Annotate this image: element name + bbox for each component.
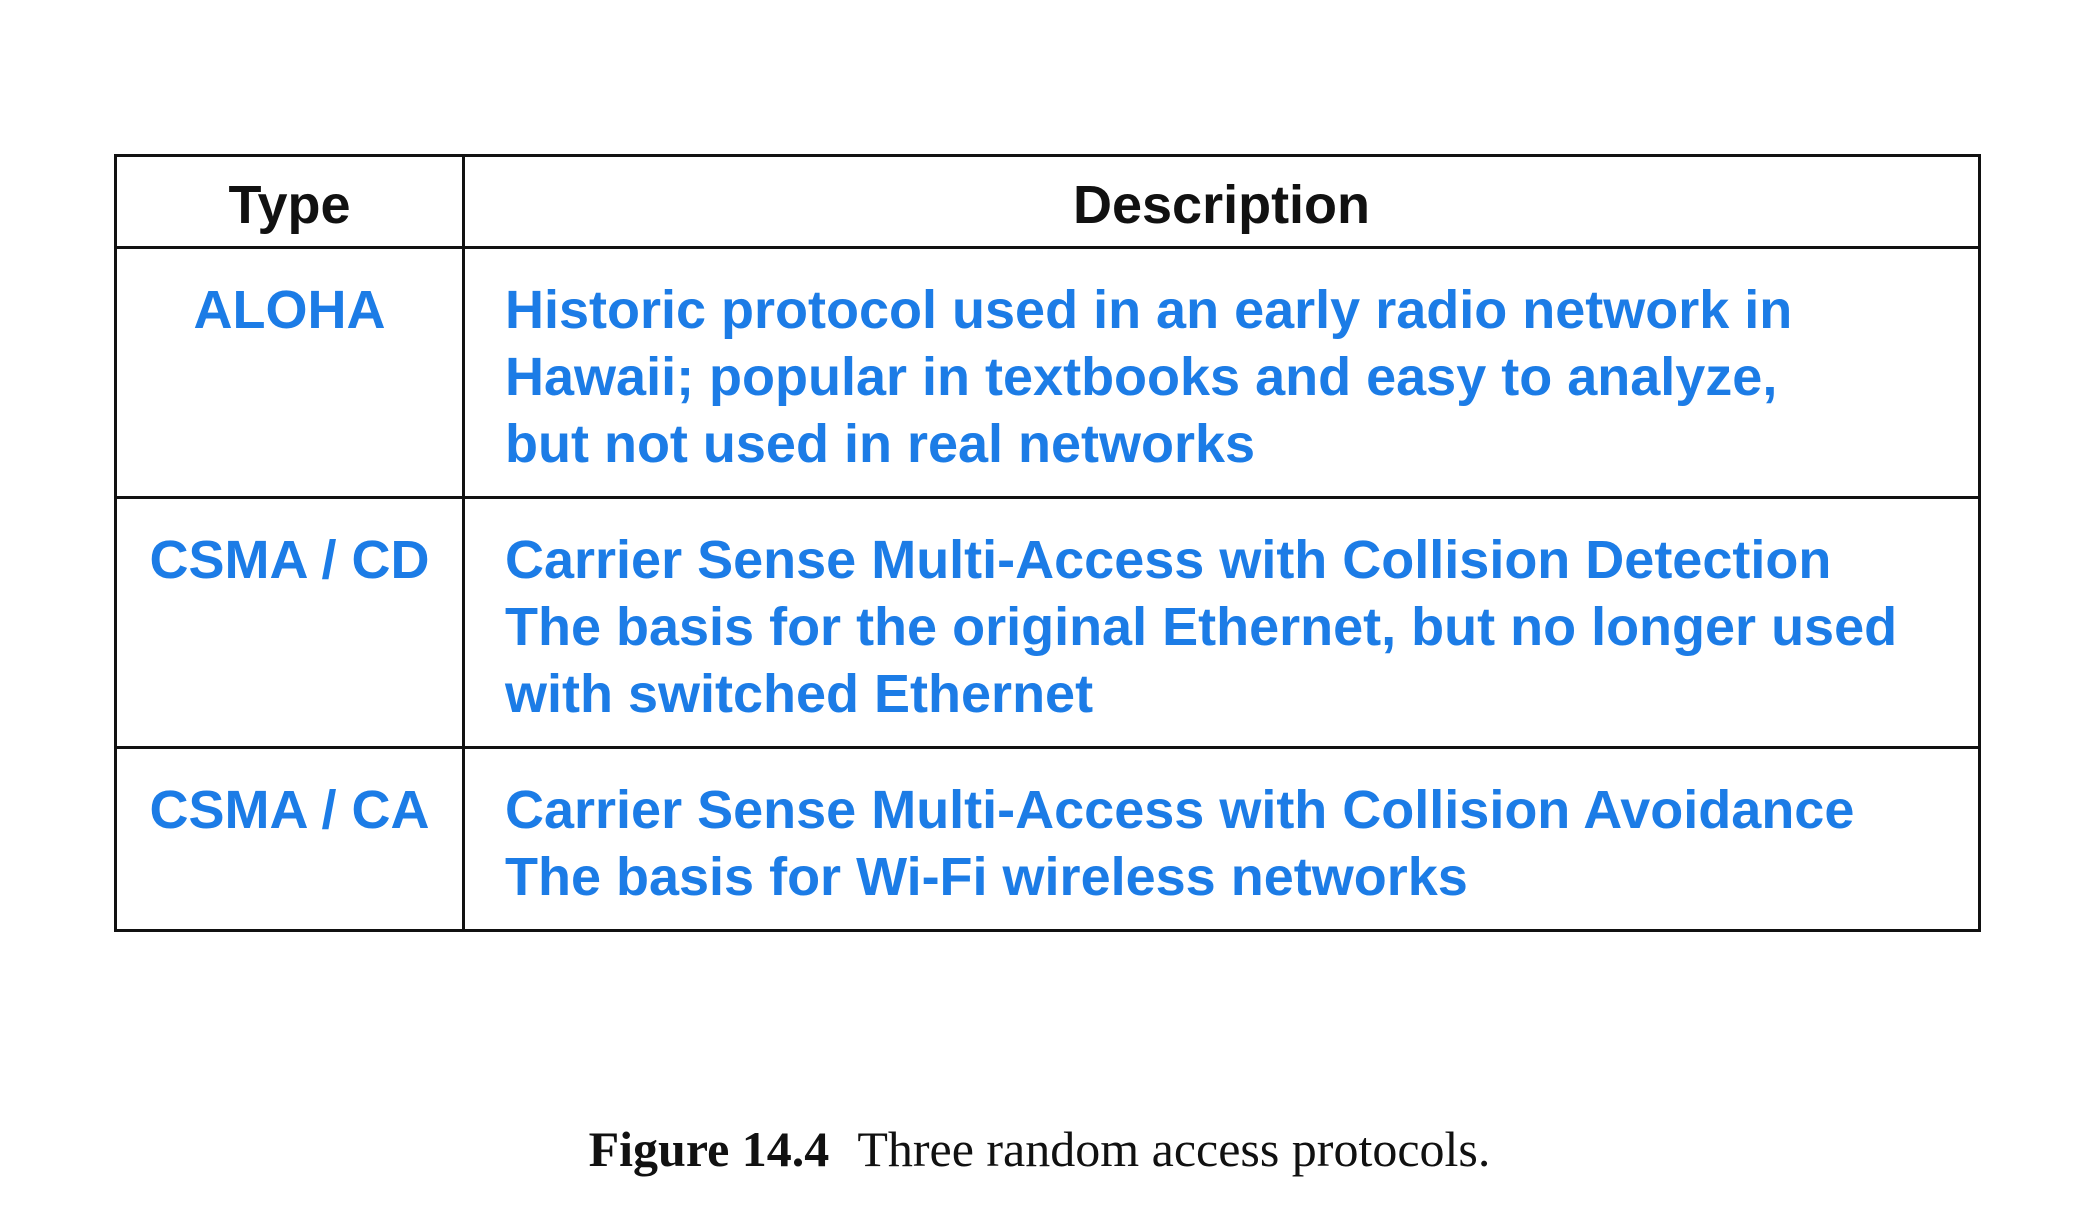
figure-label: Figure 14.4 <box>588 1121 830 1177</box>
description-cell-csma-ca: Carrier Sense Multi-Access with Collisio… <box>462 746 1981 932</box>
table-header-row: Type Description <box>114 154 1981 249</box>
figure-caption-text: Three random access protocols. <box>857 1121 1491 1177</box>
description-line: Carrier Sense Multi-Access with Collisio… <box>505 780 1855 840</box>
description-cell-aloha: Historic protocol used in an early radio… <box>462 246 1981 499</box>
type-cell-aloha: ALOHA <box>114 246 465 499</box>
header-type: Type <box>114 154 465 249</box>
table-row: ALOHA Historic protocol used in an early… <box>114 246 1981 499</box>
description-cell-csma-cd: Carrier Sense Multi-Access with Collisio… <box>462 496 1981 749</box>
table-row: CSMA / CA Carrier Sense Multi-Access wit… <box>114 746 1981 932</box>
type-cell-csma-ca: CSMA / CA <box>114 746 465 932</box>
protocol-table: Type Description ALOHA Historic protocol… <box>114 154 1981 932</box>
description-line: The basis for Wi-Fi wireless networks <box>505 847 1468 907</box>
description-line: but not used in real networks <box>505 414 1256 474</box>
description-line: Hawaii; popular in textbooks and easy to… <box>505 347 1778 407</box>
header-description: Description <box>462 154 1981 249</box>
type-cell-csma-cd: CSMA / CD <box>114 496 465 749</box>
description-line: Historic protocol used in an early radio… <box>505 280 1793 340</box>
figure-caption: Figure 14.4 Three random access protocols… <box>0 1120 2079 1178</box>
table-row: CSMA / CD Carrier Sense Multi-Access wit… <box>114 496 1981 749</box>
description-line: The basis for the original Ethernet, but… <box>505 597 1898 657</box>
description-line: with switched Ethernet <box>505 664 1094 724</box>
description-line: Carrier Sense Multi-Access with Collisio… <box>505 530 1832 590</box>
